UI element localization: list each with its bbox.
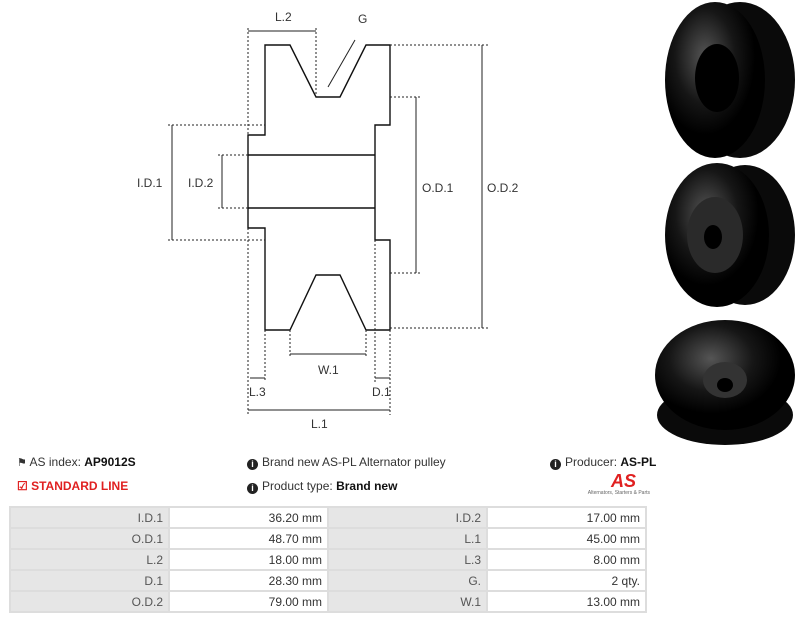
spec-value: 8.00 mm [486,548,647,571]
pulley-profile [247,44,391,331]
spec-value: 2 qty. [486,569,647,592]
spec-label: I.D.1 [9,506,170,529]
as-index: ⚑ AS index: AP9012S [17,455,136,469]
spec-value: 48.70 mm [168,527,329,550]
photo-pulley-angle [665,163,795,307]
info-icon: i [247,483,258,494]
pulley-dimension-diagram: L.2 G I.D.1 I.D.2 O.D.1 O.D.2 W.1 L.3 D.… [137,10,519,431]
standard-line: ☑ STANDARD LINE [17,479,129,493]
as-pl-logo: AS Alternators, Starters & Parts [587,471,650,496]
dimension-arrows [171,30,483,411]
spec-value: 18.00 mm [168,548,329,571]
spec-value: 79.00 mm [168,590,329,613]
spec-label: G. [327,569,488,592]
label-l3: L.3 [249,385,266,399]
label-od2: O.D.2 [487,181,519,195]
photo-pulley-side [665,2,795,158]
info-icon: i [550,459,561,470]
label-l2: L.2 [275,10,292,24]
spec-label: L.1 [327,527,488,550]
spec-value: 45.00 mm [486,527,647,550]
info-icon: i [247,459,258,470]
dimension-lines [168,28,488,415]
label-w1: W.1 [318,363,339,377]
spec-label: L.3 [327,548,488,571]
spec-label: W.1 [327,590,488,613]
spec-value: 28.30 mm [168,569,329,592]
spec-value: 36.20 mm [168,506,329,529]
tag-icon: ⚑ [17,457,27,469]
spec-label: L.2 [9,548,170,571]
spec-value: 13.00 mm [486,590,647,613]
as-index-value: AP9012S [84,455,136,469]
label-d1: D.1 [372,385,391,399]
spec-label: I.D.2 [327,506,488,529]
label-od1: O.D.1 [422,181,454,195]
photo-pulley-front [655,320,795,445]
label-g: G [358,12,367,26]
label-id1: I.D.1 [137,176,163,190]
label-l1: L.1 [311,417,328,431]
pulley-photos [655,2,795,445]
spec-label: D.1 [9,569,170,592]
spec-label: O.D.2 [9,590,170,613]
label-id2: I.D.2 [188,176,214,190]
spec-value: 17.00 mm [486,506,647,529]
checkbox-icon: ☑ [17,479,28,493]
spec-label: O.D.1 [9,527,170,550]
